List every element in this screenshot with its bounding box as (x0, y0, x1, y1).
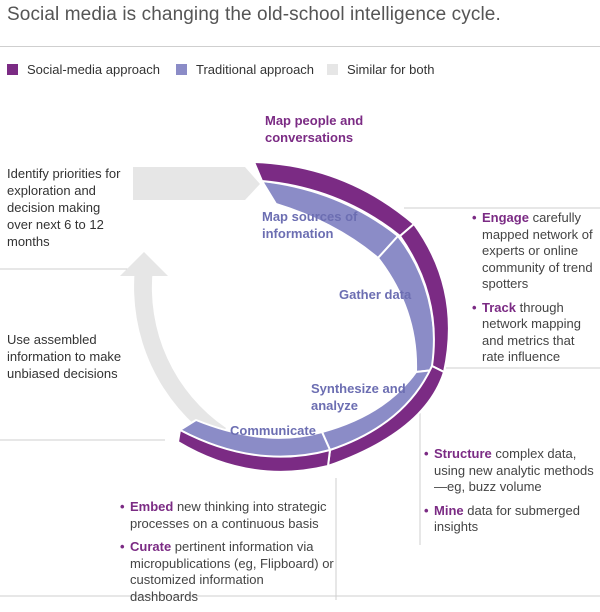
legend-label-similar: Similar for both (347, 62, 435, 77)
bullets-bottom: •Embed new thinking into strategic proce… (120, 499, 334, 612)
note-identify-priorities: Identify priorities for exploration and … (7, 166, 121, 249)
stage-communicate: Communicate (230, 423, 316, 438)
header-divider (0, 46, 600, 47)
stage-map-sources: Map sources of information (262, 209, 358, 241)
legend-social: Social-media approach (7, 62, 160, 77)
legend-swatch-similar (327, 64, 338, 75)
legend-label-social: Social-media approach (27, 62, 160, 77)
bullet-embed: •Embed new thinking into strategic proce… (120, 499, 327, 531)
bullet-curate: •Curate pertinent information via microp… (120, 539, 334, 604)
legend-traditional: Traditional approach (176, 62, 314, 77)
segment-embed-curate (176, 428, 332, 473)
bullet-track: •Track through network mapping and metri… (472, 299, 581, 365)
bullets-right-top: •Engage carefully mapped network of expe… (472, 210, 598, 373)
bullets-right-bottom: •Structure complex data, using new analy… (424, 446, 596, 543)
legend-similar: Similar for both (327, 62, 434, 77)
legend-label-traditional: Traditional approach (196, 62, 315, 77)
return-arc (134, 268, 226, 442)
note-use-information: Use assembled information to make unbias… (7, 332, 122, 381)
bullet-structure: •Structure complex data, using new analy… (424, 446, 594, 494)
bullet-engage: •Engage carefully mapped network of expe… (472, 210, 593, 291)
stage-gather: Gather data (339, 287, 412, 302)
bullet-mine: •Mine data for submerged insights (424, 502, 580, 535)
stage-synthesize: Synthesize and analyze (311, 381, 406, 413)
page-title: Social media is changing the old-school … (7, 4, 501, 25)
return-arrowhead (120, 252, 168, 276)
legend-swatch-traditional (176, 64, 187, 75)
stage-map-people: Map people and conversations (265, 113, 364, 145)
priorities-arrow (133, 167, 260, 200)
legend-swatch-social (7, 64, 18, 75)
